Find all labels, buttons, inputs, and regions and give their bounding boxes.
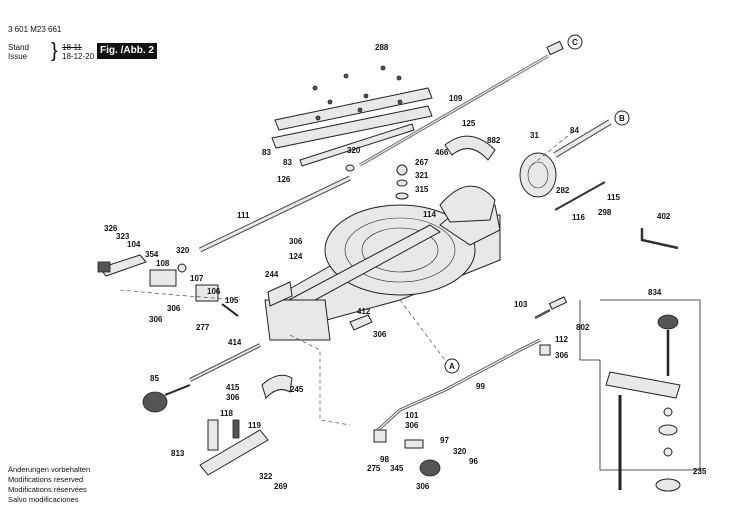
stand-label: Stand <box>8 43 29 52</box>
knob-85 <box>142 384 191 413</box>
part-322[interactable]: 322 <box>259 472 273 481</box>
figure-label: Fig. /Abb. 2 <box>97 43 157 59</box>
rod-end-c <box>546 40 564 56</box>
part-99[interactable]: 99 <box>476 382 485 391</box>
part-315[interactable]: 315 <box>415 185 429 194</box>
ref-circle-b <box>614 110 630 126</box>
ref-circle-a <box>444 358 460 374</box>
part-834[interactable]: 834 <box>648 288 662 297</box>
part-118[interactable]: 118 <box>220 409 233 418</box>
part-412[interactable]: 412 <box>357 307 371 316</box>
clamp-arm <box>605 371 681 399</box>
part-306c[interactable]: 306 <box>149 315 163 324</box>
part-84[interactable]: 84 <box>570 126 579 135</box>
note-de: Änderungen vorbehalten <box>8 465 91 474</box>
knob-834 <box>657 314 679 376</box>
part-306g[interactable]: 306 <box>405 421 419 430</box>
part-108[interactable]: 108 <box>156 259 170 268</box>
part-96[interactable]: 96 <box>469 457 478 466</box>
part-111[interactable]: 111 <box>237 211 250 220</box>
ref-a-label: A <box>449 362 455 371</box>
part-112[interactable]: 112 <box>555 335 568 344</box>
part-107[interactable]: 107 <box>190 274 204 283</box>
part-354[interactable]: 354 <box>145 250 159 259</box>
ref-circle-c <box>567 34 583 50</box>
part-326[interactable]: 326 <box>104 224 118 233</box>
part-126[interactable]: 126 <box>277 175 291 184</box>
part-83a[interactable]: 83 <box>262 148 271 157</box>
bevel-scale <box>444 135 496 161</box>
clamp-lever-104 <box>97 254 147 277</box>
part-83b[interactable]: 83 <box>283 158 292 167</box>
inset-frame <box>579 299 701 471</box>
issue-label: Issue <box>8 52 28 61</box>
note-en: Modifications reserved <box>8 475 84 484</box>
issue-value: 18-12-20 <box>62 52 95 61</box>
block-106 <box>195 284 219 302</box>
part-306a[interactable]: 306 <box>289 237 303 246</box>
saw-base <box>269 185 501 331</box>
part-275[interactable]: 275 <box>367 464 381 473</box>
part-306e[interactable]: 306 <box>555 351 569 360</box>
part-115[interactable]: 115 <box>607 193 620 202</box>
bracket-813 <box>199 429 269 476</box>
part-306f[interactable]: 306 <box>226 393 240 402</box>
part-269[interactable]: 269 <box>274 482 288 491</box>
note-es: Salvo modificaciones <box>8 495 79 504</box>
note-fr: Modifications réservées <box>8 485 87 494</box>
notes-block: Änderungen vorbehalten Modifications res… <box>8 465 90 505</box>
part-306b[interactable]: 306 <box>167 304 181 313</box>
part-802[interactable]: 802 <box>576 323 590 332</box>
part-235[interactable]: 235 <box>693 467 707 476</box>
part-414[interactable]: 414 <box>228 338 242 347</box>
part-124[interactable]: 124 <box>289 252 303 261</box>
stand-value: 18-11 <box>62 43 82 52</box>
document-number: 3 601 M23 661 <box>8 25 62 34</box>
part-119[interactable]: 119 <box>248 421 261 430</box>
part-345[interactable]: 345 <box>390 464 404 473</box>
part-466[interactable]: 466 <box>435 148 449 157</box>
part-104[interactable]: 104 <box>127 240 141 249</box>
part-402[interactable]: 402 <box>657 212 671 221</box>
part-98[interactable]: 98 <box>380 455 389 464</box>
part-882[interactable]: 882 <box>487 136 501 145</box>
knob-31 <box>519 152 557 198</box>
part-125[interactable]: 125 <box>462 119 476 128</box>
part-320c[interactable]: 320 <box>453 447 467 456</box>
part-321[interactable]: 321 <box>415 171 429 180</box>
part-109[interactable]: 109 <box>449 94 463 103</box>
part-103[interactable]: 103 <box>514 300 528 309</box>
screw-set-288 <box>312 65 402 105</box>
part-288[interactable]: 288 <box>375 43 389 52</box>
part-323[interactable]: 323 <box>116 232 130 241</box>
part-320b[interactable]: 320 <box>176 246 190 255</box>
part-85[interactable]: 85 <box>150 374 159 383</box>
ref-b-label: B <box>619 114 625 123</box>
block-108 <box>149 269 177 287</box>
rail-upper-a <box>271 87 433 167</box>
part-277[interactable]: 277 <box>196 323 210 332</box>
part-244[interactable]: 244 <box>265 270 279 279</box>
part-267[interactable]: 267 <box>415 158 429 167</box>
part-97[interactable]: 97 <box>440 436 449 445</box>
part-813[interactable]: 813 <box>171 449 185 458</box>
part-105[interactable]: 105 <box>225 296 239 305</box>
part-101[interactable]: 101 <box>405 411 419 420</box>
brace-glyph: } <box>51 40 58 62</box>
part-282[interactable]: 282 <box>556 186 570 195</box>
base-left-end <box>264 299 331 341</box>
part-106[interactable]: 106 <box>207 287 221 296</box>
part-320a[interactable]: 320 <box>347 146 361 155</box>
part-306h[interactable]: 306 <box>416 482 430 491</box>
knob-96 <box>419 459 441 477</box>
part-114[interactable]: 114 <box>423 210 436 219</box>
ref-c-label: C <box>572 38 578 47</box>
part-31[interactable]: 31 <box>530 131 539 140</box>
part-298[interactable]: 298 <box>598 208 612 217</box>
part-116[interactable]: 116 <box>572 213 585 222</box>
part-415[interactable]: 415 <box>226 383 240 392</box>
part-245[interactable]: 245 <box>290 385 304 394</box>
part-306d[interactable]: 306 <box>373 330 387 339</box>
